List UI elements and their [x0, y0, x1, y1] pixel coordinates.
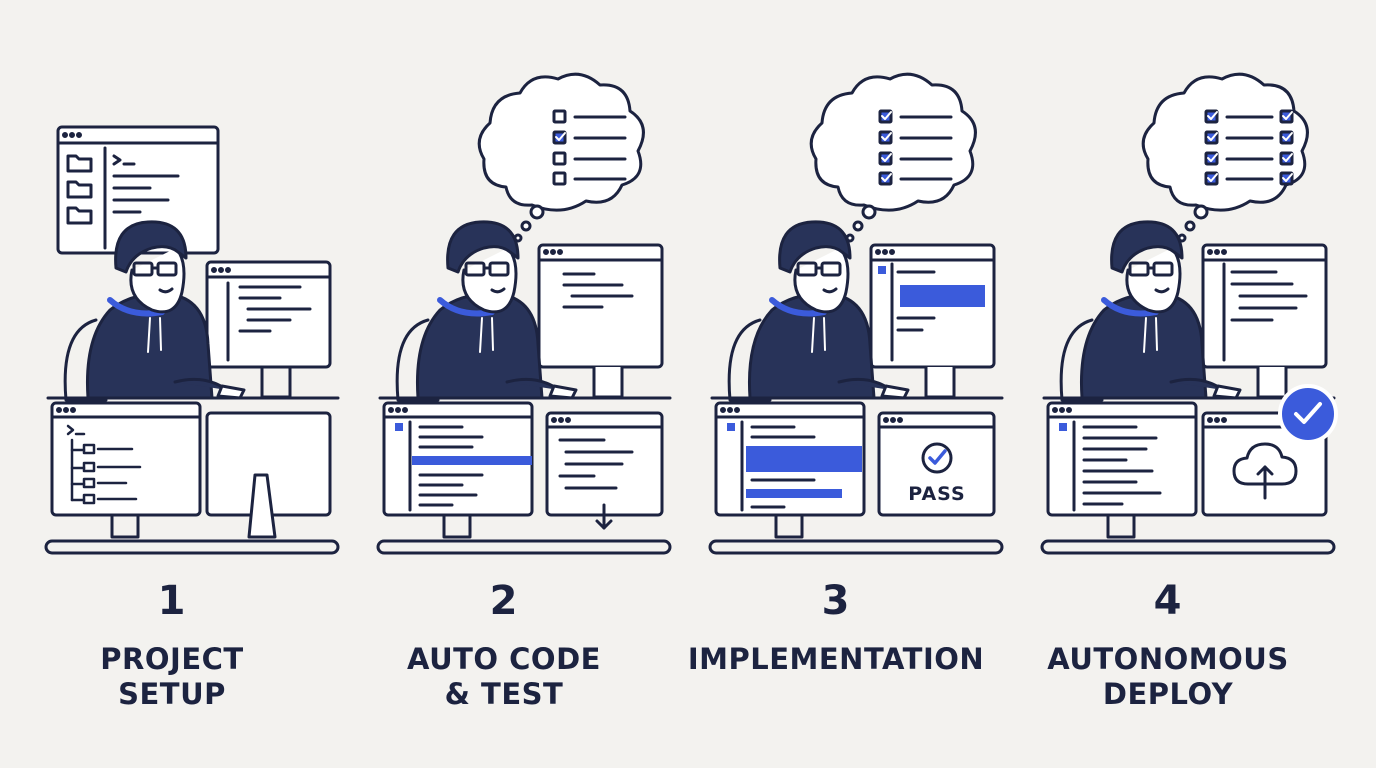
step-label: PROJECT SETUP: [100, 642, 244, 711]
front-left-monitor: [50, 401, 202, 539]
step-panel-3: PASS 3 IMPLEMENTATION: [664, 0, 1008, 768]
front-right-monitor: [545, 411, 664, 530]
step-1-illustration: [44, 125, 340, 555]
checkbox-icon: [552, 171, 567, 186]
front-left-monitor: [382, 401, 534, 539]
check-badge-icon: [1278, 384, 1338, 444]
developer-avatar: [114, 220, 188, 314]
check-circle-icon: [921, 442, 953, 474]
file-explorer-window: [56, 125, 220, 255]
back-monitor: [1201, 243, 1328, 399]
back-monitor: [537, 243, 664, 399]
checkbox-icon: [552, 151, 567, 166]
back-monitor: [869, 243, 996, 399]
developer-avatar: [446, 220, 520, 314]
thought-bubble: [1141, 72, 1309, 243]
pass-badge: PASS: [908, 483, 965, 505]
step-4-illustration: [1040, 72, 1338, 555]
step-label: AUTO CODE & TEST: [407, 642, 601, 711]
step-panel-4: 4 AUTONOMOUS DEPLOY: [996, 0, 1340, 768]
step-3-illustration: PASS: [708, 72, 1004, 555]
checklist: [878, 109, 953, 186]
checklist: [552, 109, 627, 186]
checkbox-icon: [552, 109, 567, 124]
front-right-monitor: [205, 411, 332, 539]
thought-bubble: [809, 72, 977, 243]
developer-avatar: [778, 220, 852, 314]
step-2-illustration: [376, 72, 672, 555]
step-number: 1: [157, 578, 187, 624]
front-left-monitor: [1046, 401, 1198, 539]
folder-icon: [66, 154, 93, 173]
front-left-monitor: [714, 401, 866, 539]
step-number: 4: [1153, 578, 1183, 624]
step-panel-1: 1 PROJECT SETUP: [0, 0, 344, 768]
folder-icon: [66, 180, 93, 199]
thought-bubble: [477, 72, 645, 243]
cloud-upload-icon: [1232, 442, 1298, 500]
back-monitor: [205, 260, 332, 399]
step-label: AUTONOMOUS DEPLOY: [1047, 642, 1289, 711]
step-label: IMPLEMENTATION: [687, 642, 985, 676]
developer-avatar: [1110, 220, 1184, 314]
step-panel-2: 2 AUTO CODE & TEST: [332, 0, 676, 768]
checklist: [1204, 109, 1294, 186]
folder-tree-icon: [66, 424, 142, 505]
front-right-monitor: PASS: [877, 411, 996, 517]
folder-icon: [66, 206, 93, 225]
step-number: 2: [489, 578, 519, 624]
step-number: 3: [821, 578, 851, 624]
download-arrow-icon: [595, 503, 613, 530]
